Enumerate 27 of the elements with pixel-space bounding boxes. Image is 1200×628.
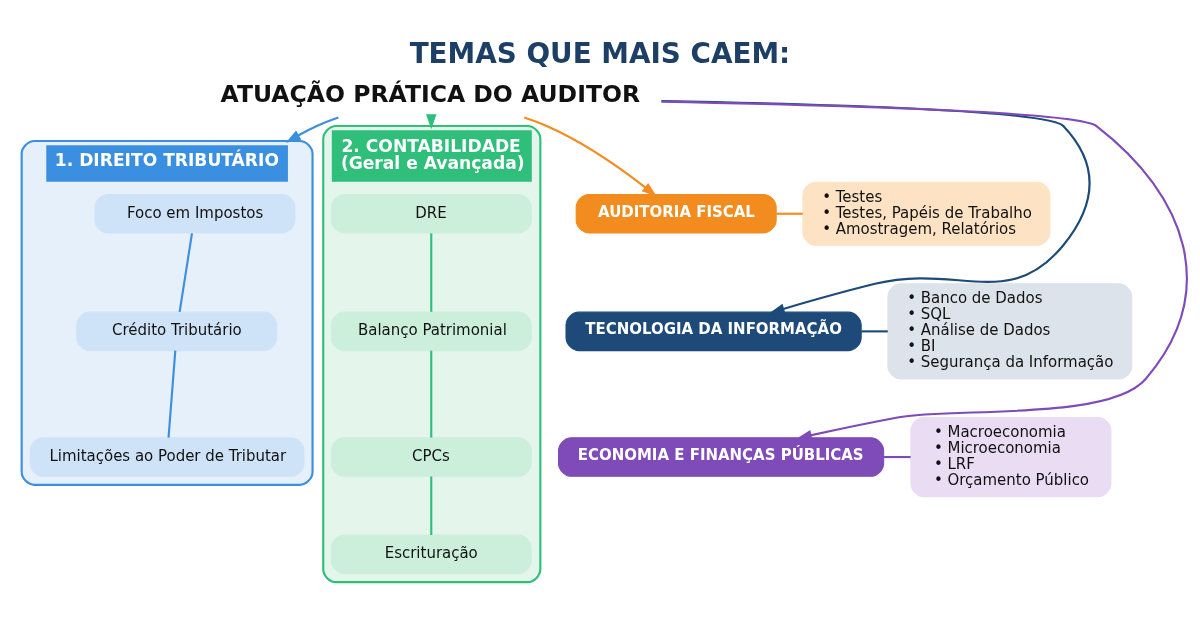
diagram-title: TEMAS QUE MAIS CAEM: bbox=[409, 36, 791, 70]
node-box: Limitações ao Poder de Tributar bbox=[29, 437, 305, 477]
node-box: ECONOMIA E FINANÇAS PÚBLICAS bbox=[558, 437, 885, 477]
node-box: • Testes • Testes, Papéis de Trabalho • Amostragem, Relatórios bbox=[802, 181, 1051, 246]
connector bbox=[861, 330, 888, 333]
node-box: TECNOLOGIA DA INFORMAÇÃO bbox=[565, 311, 862, 352]
connector bbox=[178, 233, 194, 312]
node-box: • Macroeconomia • Microeconomia • LRF • Orçamento Público bbox=[910, 416, 1112, 498]
connector bbox=[167, 350, 177, 438]
connector bbox=[430, 233, 433, 312]
node-box: Escrituração bbox=[330, 534, 532, 575]
node-box: CPCs bbox=[330, 437, 532, 477]
node-text: ATUAÇÃO PRÁTICA DO AUDITOR bbox=[220, 80, 641, 109]
connector bbox=[430, 350, 433, 438]
connector bbox=[776, 212, 803, 215]
node-box: Foco em Impostos bbox=[94, 193, 296, 234]
node-box: • Banco de Dados • SQL • Análise de Dados • BI • Segurança da Informação bbox=[887, 283, 1133, 380]
arrow bbox=[285, 116, 339, 143]
connector bbox=[883, 455, 911, 459]
node-box: Balanço Patrimonial bbox=[330, 311, 532, 352]
node-box: Crédito Tributário bbox=[76, 311, 278, 352]
arrow bbox=[523, 116, 657, 197]
arrow bbox=[661, 99, 1091, 314]
node-box: DRE bbox=[330, 193, 532, 234]
arrow bbox=[661, 100, 1188, 441]
node-box: AUDITORIA FISCAL bbox=[575, 193, 777, 234]
connector bbox=[430, 476, 433, 535]
